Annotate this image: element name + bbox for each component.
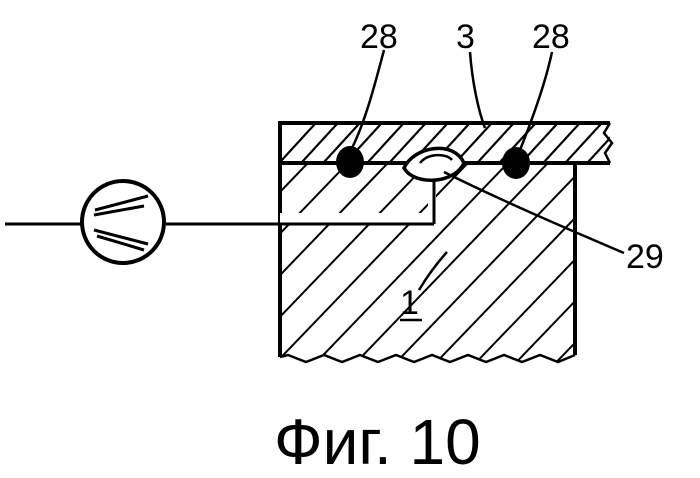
label-seal-right: 28 <box>532 18 570 56</box>
leader-lines <box>352 50 624 290</box>
label-cavity: 29 <box>626 238 664 276</box>
label-seal-left: 28 <box>360 18 398 56</box>
seal-ring-left-icon <box>336 146 364 178</box>
pump-icon <box>82 181 164 263</box>
figure-caption: Фиг. 10 <box>274 406 481 478</box>
label-cover: 3 <box>456 18 475 56</box>
label-body: 1 <box>400 284 419 322</box>
body-block <box>80 140 700 400</box>
seal-ring-right-icon <box>502 147 530 179</box>
cavity-icon <box>404 148 464 180</box>
vacuum-channel <box>166 172 436 225</box>
